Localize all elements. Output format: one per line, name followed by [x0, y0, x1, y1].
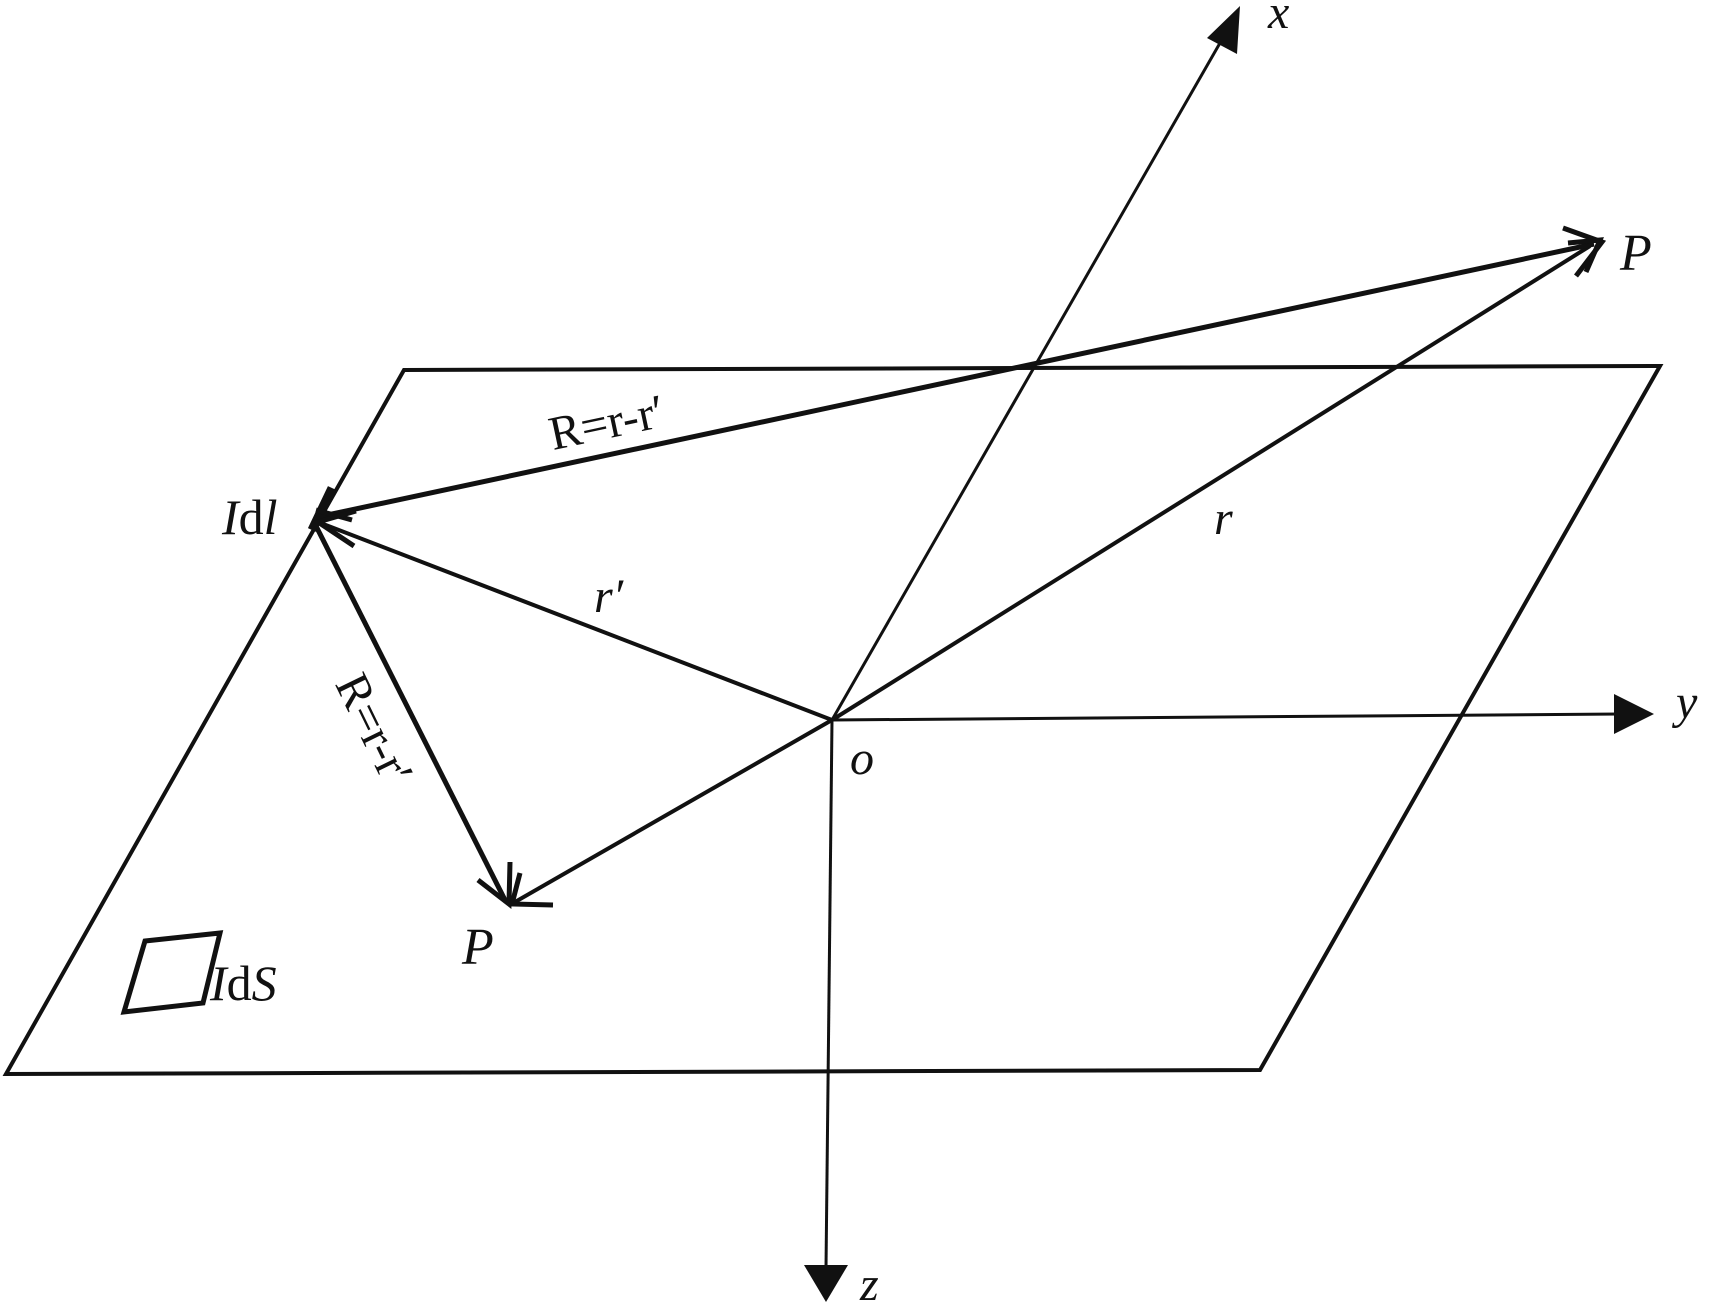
r-prime-vector-label: r′	[594, 570, 625, 623]
r-prime-vector	[317, 520, 833, 722]
R-lower-vector-label: R=r-r′	[325, 665, 424, 793]
y-axis-arrowhead	[1614, 694, 1654, 734]
idl-l: l	[264, 489, 278, 545]
R-upper-arrowhead	[1562, 225, 1607, 278]
r-vector	[830, 244, 1592, 722]
surface-element-square	[120, 930, 224, 1015]
point-p-lower-label: P	[461, 919, 494, 976]
z-axis	[824, 719, 834, 1269]
origin-label: o	[850, 732, 874, 785]
r-prime-arrowhead	[312, 508, 357, 549]
R-lower-arrowhead	[476, 861, 513, 910]
R-upper-vector-label: R=r-r′	[544, 385, 669, 461]
x-axis-arrowhead	[1207, 6, 1240, 54]
R-lower-vector	[313, 524, 509, 904]
R-upper-vector	[317, 241, 1595, 520]
x-axis	[830, 35, 1226, 721]
current-line-element-label: Idl	[221, 489, 278, 545]
r-arrowhead	[1567, 237, 1604, 274]
r-vector-label: r	[1214, 492, 1233, 545]
r-prime-lower-arrowhead	[508, 872, 554, 908]
ids-I: I	[209, 955, 229, 1011]
idl-I: I	[221, 489, 241, 545]
y-axis	[831, 712, 1621, 722]
idl-d: d	[239, 489, 264, 545]
z-axis-label: z	[859, 1258, 879, 1306]
current-plane	[2, 363, 1664, 1077]
x-axis-label: x	[1267, 0, 1289, 39]
z-axis-arrowhead	[804, 1265, 848, 1302]
point-p-upper-label: P	[1619, 225, 1652, 282]
ids-d: d	[227, 955, 252, 1011]
ids-S: S	[252, 955, 277, 1011]
r-prime-lower-vector	[514, 718, 833, 904]
y-axis-label: y	[1671, 676, 1698, 729]
surface-element-label: IdS	[209, 955, 277, 1011]
